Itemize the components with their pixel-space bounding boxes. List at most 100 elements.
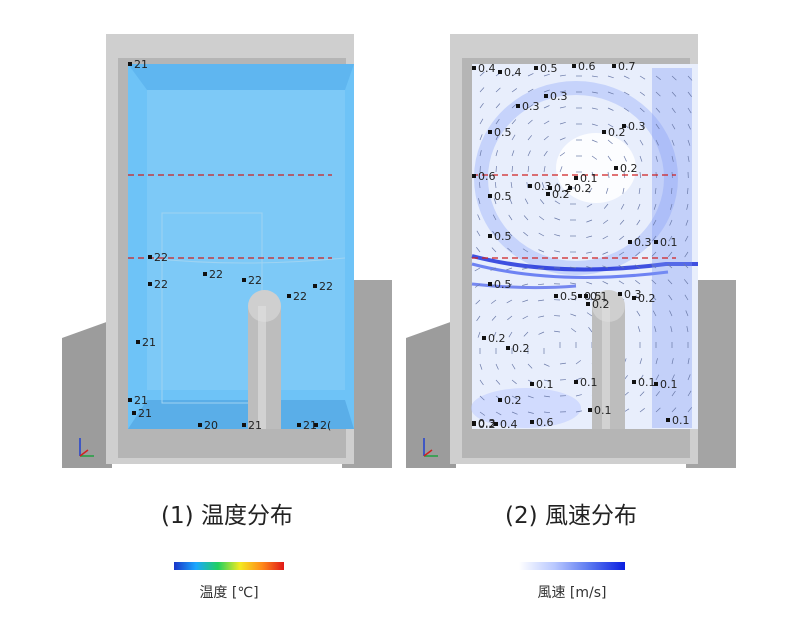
velocity-vector bbox=[591, 91, 598, 94]
temperature-point-label: 21 bbox=[142, 336, 156, 349]
velocity-vector bbox=[651, 279, 657, 285]
velocity-vector bbox=[522, 248, 529, 253]
velocity-vector bbox=[667, 263, 673, 269]
velocity-vector bbox=[495, 363, 499, 370]
wind-point-label: 0.3 bbox=[534, 180, 552, 193]
wind-point-marker bbox=[612, 64, 616, 68]
wind-point-marker bbox=[530, 382, 534, 386]
velocity-vector bbox=[635, 235, 641, 241]
temperature-point-marker bbox=[287, 294, 291, 298]
velocity-vector bbox=[508, 331, 513, 338]
velocity-vector bbox=[671, 123, 676, 130]
temperature-point-marker bbox=[203, 272, 207, 276]
wind-point-label: 0.2 bbox=[552, 188, 570, 201]
temperature-point-label: 21 bbox=[134, 58, 148, 71]
velocity-vector bbox=[507, 247, 513, 253]
wind-point-label: 0.5 bbox=[494, 230, 512, 243]
velocity-vector bbox=[655, 374, 660, 381]
temperature-point-marker bbox=[148, 282, 152, 286]
velocity-vector bbox=[651, 251, 657, 257]
velocity-vector bbox=[490, 299, 497, 304]
velocity-vector bbox=[639, 75, 646, 80]
velocity-vector bbox=[635, 295, 641, 301]
velocity-vector bbox=[591, 75, 598, 78]
wind-point-label: 0.2 bbox=[608, 126, 626, 139]
velocity-vector bbox=[495, 134, 499, 141]
velocity-vector bbox=[605, 187, 609, 194]
wind-point-marker bbox=[666, 418, 670, 422]
wind-point-label: 0.2 bbox=[554, 182, 572, 195]
wind-point-label: 0.2 bbox=[504, 394, 522, 407]
temperature-point-label: 21 bbox=[138, 407, 152, 420]
velocity-vector bbox=[539, 216, 545, 221]
wind-point-marker bbox=[544, 94, 548, 98]
velocity-vector bbox=[591, 123, 598, 127]
velocity-vector bbox=[493, 198, 497, 205]
temperature-point-marker bbox=[128, 398, 132, 402]
velocity-vector bbox=[686, 203, 689, 210]
velocity-vector bbox=[586, 235, 593, 238]
velocity-vector bbox=[537, 267, 545, 269]
velocity-vector bbox=[511, 134, 516, 141]
velocity-vector bbox=[474, 283, 481, 288]
velocity-vector bbox=[570, 328, 577, 333]
velocity-vector bbox=[559, 106, 566, 109]
wind-point-marker bbox=[632, 296, 636, 300]
wind-point-label: 0.2 bbox=[574, 182, 592, 195]
velocity-vector bbox=[685, 310, 689, 317]
velocity-vector bbox=[639, 155, 643, 162]
velocity-vector bbox=[543, 411, 551, 414]
velocity-vector bbox=[655, 407, 661, 413]
wind-point-label: 0.1 bbox=[672, 414, 690, 427]
velocity-vector bbox=[671, 374, 675, 381]
velocity-vector bbox=[538, 315, 545, 318]
wind-point-marker bbox=[494, 422, 498, 426]
velocity-vector bbox=[527, 411, 534, 414]
wind-point-label: 0.3 bbox=[522, 100, 540, 113]
temperature-point-label: 22 bbox=[319, 280, 333, 293]
wind-point-label: 0.5 bbox=[540, 62, 558, 75]
wind-point-label: 0.1 bbox=[536, 378, 554, 391]
velocity-vector bbox=[479, 395, 485, 401]
wind-point-marker bbox=[472, 66, 476, 70]
velocity-vector bbox=[495, 379, 501, 385]
wind-point-marker bbox=[554, 294, 558, 298]
wind-point-marker bbox=[488, 194, 492, 198]
wind-point-label: 0.4 bbox=[504, 66, 522, 79]
velocity-vector bbox=[602, 265, 609, 269]
temperature-point-marker bbox=[313, 284, 317, 288]
velocity-vector bbox=[490, 283, 497, 288]
velocity-vector bbox=[639, 107, 645, 113]
velocity-vector bbox=[685, 219, 689, 226]
velocity-vector bbox=[474, 267, 481, 272]
velocity-vector bbox=[638, 187, 641, 194]
velocity-vector bbox=[506, 267, 513, 271]
wind-point-marker bbox=[506, 346, 510, 350]
velocity-vector bbox=[538, 232, 545, 237]
wind-point-label: 0.3 bbox=[624, 288, 642, 301]
velocity-vector bbox=[684, 235, 689, 242]
wind-point-label: 0.5 bbox=[560, 290, 578, 303]
wind-point-marker bbox=[614, 166, 618, 170]
velocity-vector bbox=[671, 187, 673, 195]
wind-point-label: 0.5 bbox=[494, 278, 512, 291]
velocity-vector bbox=[575, 410, 582, 413]
temperature-point-label: 22 bbox=[248, 274, 262, 287]
velocity-vector bbox=[586, 266, 593, 269]
velocity-vector bbox=[687, 358, 690, 365]
velocity-vector bbox=[639, 358, 643, 365]
velocity-vector bbox=[511, 119, 517, 125]
velocity-vector bbox=[523, 231, 529, 237]
velocity-vector bbox=[687, 187, 689, 195]
velocity-vector bbox=[668, 235, 673, 242]
wind-point-marker bbox=[488, 234, 492, 238]
velocity-vector bbox=[591, 107, 598, 110]
velocity-vector bbox=[602, 235, 609, 240]
vortex-center bbox=[556, 133, 636, 203]
wind-point-label: 0.3 bbox=[550, 90, 568, 103]
velocity-vector bbox=[479, 150, 482, 157]
temperature-point-label: 21 bbox=[303, 419, 317, 432]
velocity-vector bbox=[655, 155, 658, 162]
velocity-vector bbox=[653, 203, 657, 210]
velocity-vector bbox=[477, 214, 481, 221]
